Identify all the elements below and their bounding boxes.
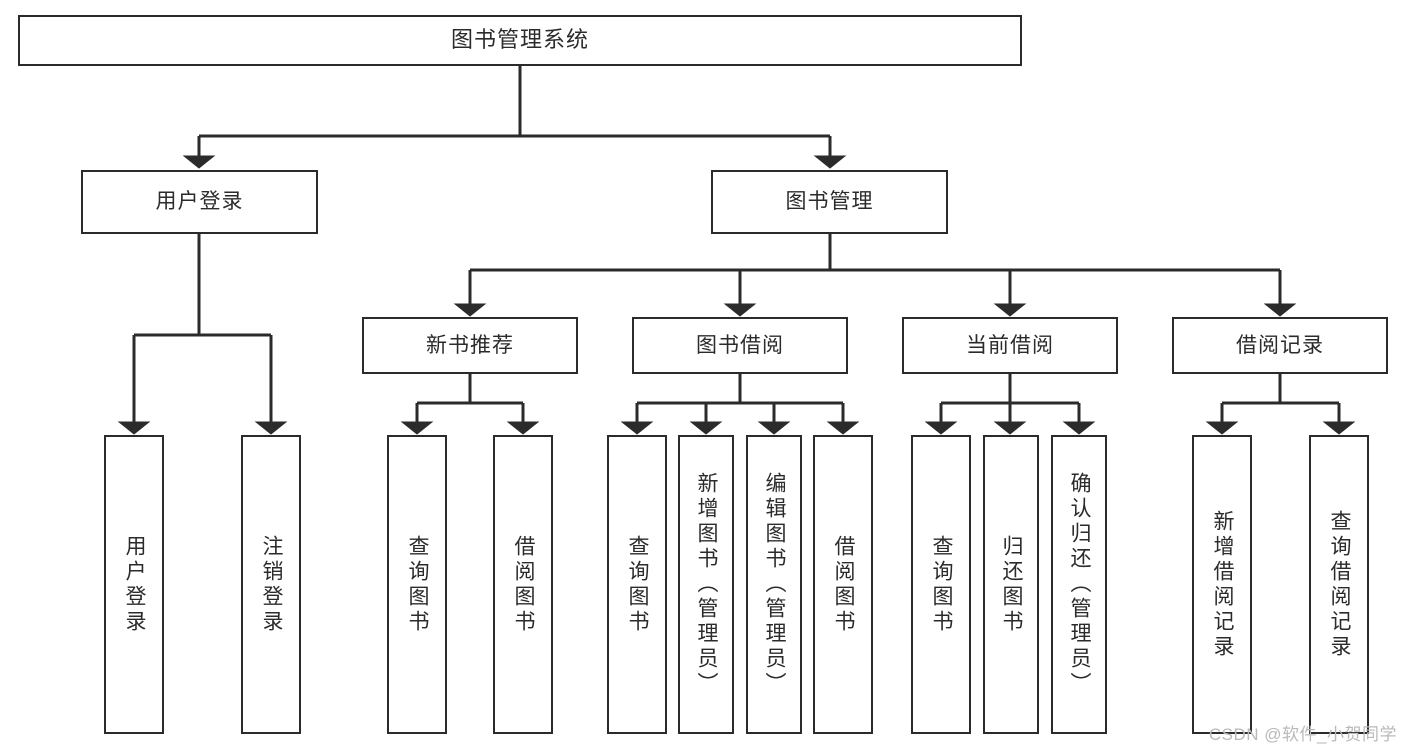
node-book-borrow-label: 图书借阅: [696, 333, 784, 357]
node-new-book-rec[interactable]: 新书推荐: [362, 317, 578, 374]
node-leaf-borrow-book-1-label: 借阅图书: [512, 534, 536, 635]
node-book-manage[interactable]: 图书管理: [711, 170, 948, 234]
node-leaf-logout-label: 注销登录: [260, 534, 284, 635]
node-leaf-borrow-book-2-label: 借阅图书: [832, 534, 856, 635]
node-leaf-query-book-2-label: 查询图书: [626, 534, 650, 635]
node-leaf-edit-book[interactable]: 编辑图书（管理员）: [746, 435, 802, 734]
node-leaf-confirm-return-label: 确认归还（管理员）: [1068, 472, 1092, 697]
node-borrow-record[interactable]: 借阅记录: [1172, 317, 1388, 374]
node-current-borrow[interactable]: 当前借阅: [902, 317, 1118, 374]
node-leaf-user-login-label: 用户登录: [123, 534, 147, 635]
node-root-label: 图书管理系统: [450, 27, 589, 53]
node-user-login[interactable]: 用户登录: [81, 170, 318, 234]
node-leaf-return-book[interactable]: 归还图书: [983, 435, 1039, 734]
node-leaf-borrow-book-2[interactable]: 借阅图书: [813, 435, 873, 734]
node-leaf-add-record[interactable]: 新增借阅记录: [1192, 435, 1252, 734]
node-leaf-edit-book-label: 编辑图书（管理员）: [763, 472, 787, 697]
node-leaf-query-book-3[interactable]: 查询图书: [911, 435, 971, 734]
node-leaf-query-book-1[interactable]: 查询图书: [387, 435, 447, 734]
node-leaf-add-record-label: 新增借阅记录: [1211, 509, 1235, 660]
node-current-borrow-label: 当前借阅: [966, 333, 1054, 357]
node-borrow-record-label: 借阅记录: [1236, 333, 1324, 357]
node-leaf-logout[interactable]: 注销登录: [241, 435, 301, 734]
node-leaf-query-book-3-label: 查询图书: [930, 534, 954, 635]
node-leaf-user-login[interactable]: 用户登录: [104, 435, 164, 734]
node-leaf-return-book-label: 归还图书: [1000, 534, 1024, 635]
node-leaf-query-book-1-label: 查询图书: [406, 534, 430, 635]
node-book-manage-label: 图书管理: [785, 190, 874, 214]
node-book-borrow[interactable]: 图书借阅: [632, 317, 848, 374]
node-user-login-label: 用户登录: [155, 190, 244, 214]
node-leaf-borrow-book-1[interactable]: 借阅图书: [493, 435, 553, 734]
node-leaf-add-book-label: 新增图书（管理员）: [695, 472, 719, 697]
node-leaf-confirm-return[interactable]: 确认归还（管理员）: [1051, 435, 1107, 734]
csdn-watermark: CSDN @软件_小贺同学: [1208, 725, 1397, 744]
node-root[interactable]: 图书管理系统: [18, 15, 1022, 66]
node-new-book-rec-label: 新书推荐: [426, 333, 514, 357]
node-leaf-add-book[interactable]: 新增图书（管理员）: [678, 435, 734, 734]
node-leaf-query-record[interactable]: 查询借阅记录: [1309, 435, 1369, 734]
node-leaf-query-record-label: 查询借阅记录: [1328, 509, 1352, 660]
node-leaf-query-book-2[interactable]: 查询图书: [607, 435, 667, 734]
